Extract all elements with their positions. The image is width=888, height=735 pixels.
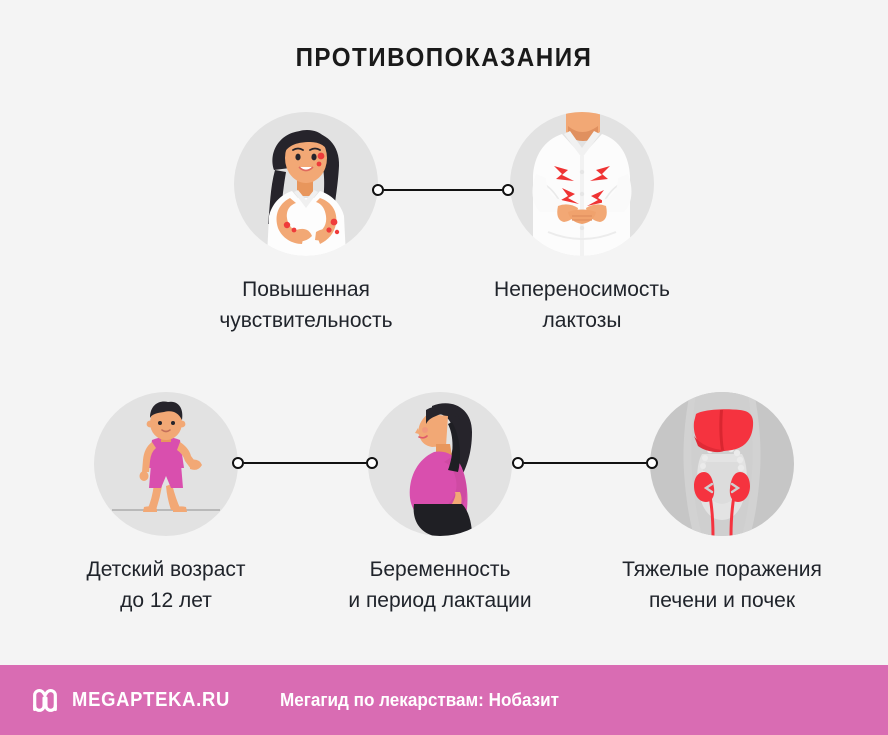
connector-line (244, 462, 366, 464)
illustration-wrapper-lactose (510, 112, 654, 256)
contraindication-label-sensitivity: Повышенная чувствительность (219, 278, 393, 332)
connector-dot-end (366, 457, 378, 469)
contraindication-organs: Тяжелые поражения печени и почек (612, 392, 832, 616)
megapteka-m-logo-icon (33, 688, 57, 712)
illustration-circle-children (94, 392, 238, 536)
child-standing-icon (112, 401, 220, 512)
contraindication-pregnancy: Беременность и период лактации (330, 392, 550, 616)
connector-line (384, 189, 502, 191)
contraindication-sensitivity: Повышенная чувствительность (196, 112, 416, 336)
contraindication-children: Детский возраст до 12 лет (56, 392, 276, 616)
connector-dot-end (646, 457, 658, 469)
pregnant-woman-icon (409, 403, 472, 536)
person-with-stomach-pain-icon (532, 112, 632, 256)
connector-children-pregnancy (232, 456, 378, 470)
connector-dot-end (502, 184, 514, 196)
contraindication-label-lactose: Непереносимость лактозы (494, 278, 670, 332)
contraindication-lactose: Непереносимость лактозы (472, 112, 692, 336)
connector-sensitivity-lactose (372, 183, 514, 197)
woman-with-allergic-rash-icon (267, 130, 346, 256)
connector-dot-start (372, 184, 384, 196)
connector-dot-start (232, 457, 244, 469)
footer-bar: MEGAPTEKA.RU Мегагид по лекарствам: Ноба… (0, 665, 888, 735)
contraindication-label-children: Детский возраст до 12 лет (86, 558, 246, 612)
illustration-circle-lactose (510, 112, 654, 256)
connector-dot-start (512, 457, 524, 469)
illustration-wrapper-sensitivity (234, 112, 378, 256)
illustration-wrapper-children (94, 392, 238, 536)
connector-line (524, 462, 646, 464)
contraindication-label-pregnancy: Беременность и период лактации (348, 558, 532, 612)
illustration-wrapper-organs (650, 392, 794, 536)
footer-tagline: Мегагид по лекарствам: Нобазит (279, 689, 559, 710)
illustration-wrapper-pregnancy (368, 392, 512, 536)
contraindication-label-organs: Тяжелые поражения печени и почек (622, 558, 822, 612)
footer-brand-name: MEGAPTEKA.RU (72, 688, 231, 711)
page-title: ПРОТИВОПОКАЗАНИЯ (295, 42, 593, 72)
illustration-circle-sensitivity (234, 112, 378, 256)
illustration-circle-organs (650, 392, 794, 536)
liver-and-kidneys-anatomy-icon (683, 392, 761, 536)
connector-pregnancy-organs (512, 456, 658, 470)
illustration-circle-pregnancy (368, 392, 512, 536)
